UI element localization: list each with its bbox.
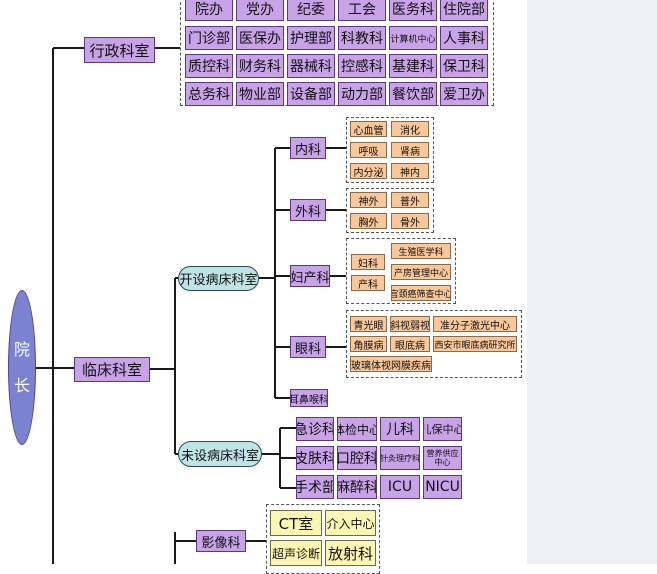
sub-delivery-center: 产房管理中心: [391, 264, 451, 280]
no-beds-dept-item: 体检中心: [337, 417, 377, 441]
dept-obgyn: 妇产科: [290, 265, 330, 287]
root-char-1: 院: [13, 339, 30, 359]
imaging-radiology: 放射科: [325, 540, 376, 566]
admin-dept-item: 总务科: [185, 82, 233, 106]
sub-orthopedic: 骨外: [391, 213, 429, 229]
sub-general-surgery: 普外: [391, 192, 429, 208]
sub-fundus: 眼底病: [390, 336, 430, 352]
admin-dept-item: 设备部: [287, 82, 335, 106]
imaging-ultrasound: 超声诊断: [270, 540, 322, 566]
no-beds-dept-item: 儿保中心: [423, 417, 462, 441]
clinical-node: 临床科室: [74, 357, 150, 382]
dept-ophthalmology: 眼科: [290, 336, 326, 358]
admin-dept-item: 人事科: [440, 26, 488, 50]
obgyn-group: [346, 238, 456, 304]
admin-dept-item: 财务科: [236, 54, 284, 78]
admin-dept-item: 器械科: [287, 54, 335, 78]
admin-group: [180, 0, 494, 106]
admin-dept-item: 医务科: [389, 0, 437, 21]
root-char-2: 长: [13, 375, 30, 395]
admin-dept-item: 质控科: [185, 54, 233, 78]
no-beds-dept-item: 麻醉科: [337, 475, 377, 499]
imaging-ct: CT室: [270, 510, 322, 536]
surgery-group: [346, 188, 434, 233]
admin-dept-item: 保卫科: [440, 54, 488, 78]
sub-thoracic: 胸外: [350, 213, 387, 229]
sub-vitreoretinal: 玻璃体视网膜疾病: [350, 356, 432, 372]
sub-gynecology: 妇科: [351, 254, 385, 270]
admin-dept-item: 计算机中心: [389, 26, 437, 50]
admin-dept-item: 控感科: [338, 54, 386, 78]
with-beds-node: 开设病床科室: [178, 266, 259, 291]
background-panel: [527, 0, 657, 564]
imaging-node: 影像科: [196, 530, 246, 552]
sub-neurosurgery: 神外: [350, 192, 387, 208]
admin-dept-item: 门诊部: [185, 26, 233, 50]
admin-node: 行政科室: [84, 37, 155, 63]
sub-fundus-institute: 西安市眼底病研究所: [433, 336, 517, 352]
sub-neurology: 神内: [391, 163, 429, 179]
dept-internal: 内科: [290, 137, 326, 159]
no-beds-dept-item: 儿科: [380, 417, 420, 441]
no-beds-dept-item: 急诊科: [296, 417, 334, 441]
sub-digestion: 消化: [391, 121, 429, 137]
admin-dept-item: 物业部: [236, 82, 284, 106]
internal-group: [346, 117, 434, 183]
sub-obstetrics: 产科: [351, 275, 385, 291]
admin-dept-item: 护理部: [287, 26, 335, 50]
admin-dept-item: 餐饮部: [389, 82, 437, 106]
no-beds-dept-item: 营养供应中心: [423, 446, 462, 470]
sub-cardio: 心血管: [350, 121, 387, 137]
sub-strabismus: 斜视弱视: [390, 316, 430, 332]
no-beds-dept-item: 手术部: [296, 475, 334, 499]
no-beds-dept-item: 皮肤科: [296, 446, 334, 470]
dept-ent: 耳鼻喉科: [290, 389, 328, 407]
eye-group: [346, 310, 522, 378]
sub-endocrine: 内分泌: [350, 163, 387, 179]
imaging-interventional: 介入中心: [325, 510, 376, 536]
admin-dept-item: 基建科: [389, 54, 437, 78]
dept-surgery: 外科: [290, 199, 326, 221]
sub-cervical-screening: 宫颈癌筛查中心: [391, 285, 451, 301]
sub-glaucoma: 青光眼: [350, 316, 387, 332]
no-beds-dept-item: NICU: [423, 475, 462, 499]
admin-dept-item: 科教科: [338, 26, 386, 50]
admin-dept-item: 纪委: [287, 0, 335, 21]
sub-excimer-laser: 准分子激光中心: [433, 316, 517, 332]
no-beds-dept-item: ICU: [380, 475, 420, 499]
no-beds-dept-item: 针灸理疗科: [380, 446, 420, 470]
sub-respiratory: 呼吸: [350, 142, 387, 158]
sub-nephrology: 肾病: [391, 142, 429, 158]
root-node: 院 长: [8, 290, 36, 445]
admin-dept-item: 爱卫办: [440, 82, 488, 106]
admin-dept-item: 动力部: [338, 82, 386, 106]
admin-dept-item: 院办: [185, 0, 233, 21]
sub-cornea: 角膜病: [350, 336, 387, 352]
sub-reproductive: 生殖医学科: [391, 243, 451, 259]
no-beds-dept-item: 口腔科: [337, 446, 377, 470]
admin-dept-item: 住院部: [440, 0, 488, 21]
admin-dept-item: 工会: [338, 0, 386, 21]
admin-dept-item: 党办: [236, 0, 284, 21]
admin-dept-item: 医保办: [236, 26, 284, 50]
no-beds-node: 未设病床科室: [178, 441, 262, 467]
